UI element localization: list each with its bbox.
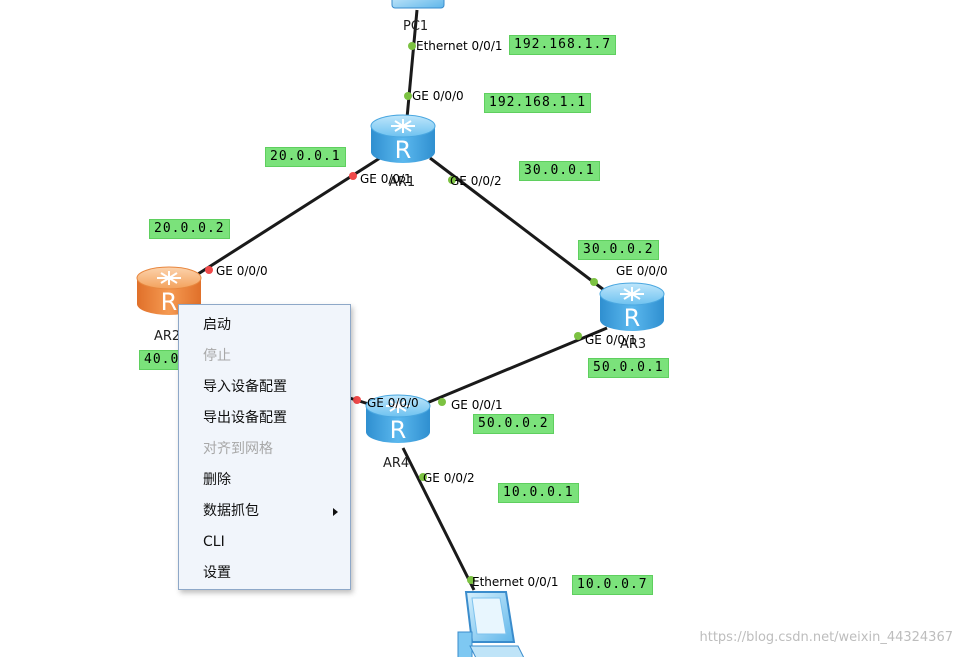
- interface-label: GE 0/0/0: [412, 89, 464, 103]
- link-ar1-ar3[interactable]: [429, 156, 605, 292]
- router-icon: R: [136, 266, 202, 316]
- menu-item-capture-label: 数据抓包: [203, 503, 259, 519]
- link-pc1-ar1[interactable]: [405, 9, 419, 119]
- menu-item-export-config[interactable]: 导出设备配置: [203, 410, 287, 426]
- ip-label: 10.0.0.1: [498, 483, 579, 503]
- menu-item-delete[interactable]: 删除: [203, 472, 231, 488]
- port-dot-ar3-g0: [590, 278, 598, 286]
- link-ar3-ar4[interactable]: [421, 326, 608, 407]
- interface-label: GE 0/0/0: [216, 264, 268, 278]
- port-dot-ar1-g0: [404, 92, 412, 100]
- port-dot-pc1-eth: [408, 42, 416, 50]
- device-label-pc1: PC1: [403, 19, 429, 34]
- menu-item-settings[interactable]: 设置: [203, 565, 231, 581]
- menu-item-capture[interactable]: 数据抓包: [179, 496, 350, 527]
- pc1-device[interactable]: [391, 0, 445, 9]
- ip-label: 20.0.0.1: [265, 147, 346, 167]
- interface-label: GE 0/0/1: [451, 398, 503, 412]
- menu-item-cli[interactable]: CLI: [203, 534, 225, 550]
- interface-label: Ethernet 0/0/1: [472, 575, 559, 589]
- ip-label: 10.0.0.7: [572, 575, 653, 595]
- port-dot-ar2-g0: [205, 266, 213, 274]
- router-icon: R: [365, 394, 431, 444]
- svg-text:R: R: [390, 416, 407, 444]
- ip-label: 30.0.0.2: [578, 240, 659, 260]
- menu-item-start[interactable]: 启动: [203, 317, 231, 333]
- interface-label: GE 0/0/1: [360, 172, 412, 186]
- device-label-ar2: AR2: [154, 329, 181, 344]
- port-dot-ar4-g0: [353, 396, 361, 404]
- port-dot-ar1-g2: [448, 176, 456, 184]
- device-label-ar4: AR4: [383, 456, 410, 471]
- port-dot-pc2-eth: [467, 576, 475, 584]
- port-dot-ar4-g2: [419, 473, 427, 481]
- pc2-device[interactable]: [457, 591, 525, 657]
- ip-label: 192.168.1.1: [484, 93, 592, 113]
- menu-item-import-config[interactable]: 导入设备配置: [203, 379, 287, 395]
- ar1-device[interactable]: R: [370, 114, 436, 164]
- ar4-device[interactable]: R: [365, 394, 431, 444]
- ar3-device[interactable]: R: [599, 282, 665, 332]
- port-dots: [205, 42, 598, 584]
- router-icon: R: [370, 114, 436, 164]
- interface-label: GE 0/0/0: [367, 396, 419, 410]
- link-ar4-pc2[interactable]: [401, 447, 476, 591]
- interface-label: GE 0/0/2: [450, 174, 502, 188]
- ip-label: 50.0.0.1: [588, 358, 669, 378]
- device-label-ar3: AR3: [620, 337, 647, 352]
- device-label-ar1: AR1: [389, 175, 416, 190]
- interface-label: GE 0/0/1: [585, 333, 637, 347]
- ip-label-partial: 40.0: [139, 350, 185, 370]
- ip-label: 192.168.1.7: [509, 35, 617, 55]
- port-dot-ar3-g1: [574, 332, 582, 340]
- pc-icon: [391, 0, 445, 9]
- svg-text:R: R: [395, 136, 412, 164]
- svg-text:R: R: [624, 304, 641, 332]
- context-menu: 启动 停止 导入设备配置 导出设备配置 对齐到网格 删除 数据抓包 CLI 设置: [178, 304, 351, 590]
- menu-item-stop: 停止: [203, 348, 231, 364]
- pc-icon: [457, 591, 525, 657]
- ip-label: 50.0.0.2: [473, 414, 554, 434]
- interface-label: GE 0/0/2: [423, 471, 475, 485]
- port-dot-ar1-g1: [349, 172, 357, 180]
- interface-label: Ethernet 0/0/1: [416, 39, 503, 53]
- ar2-device[interactable]: R: [136, 266, 202, 316]
- watermark: https://blog.csdn.net/weixin_44324367: [699, 630, 953, 645]
- submenu-arrow-icon: [333, 508, 338, 516]
- menu-item-align-grid: 对齐到网格: [203, 441, 273, 457]
- interface-label: GE 0/0/0: [616, 264, 668, 278]
- router-icon: R: [599, 282, 665, 332]
- port-dot-ar4-g1: [438, 398, 446, 406]
- ip-label: 30.0.0.1: [519, 161, 600, 181]
- ip-label: 20.0.0.2: [149, 219, 230, 239]
- svg-text:R: R: [161, 288, 178, 316]
